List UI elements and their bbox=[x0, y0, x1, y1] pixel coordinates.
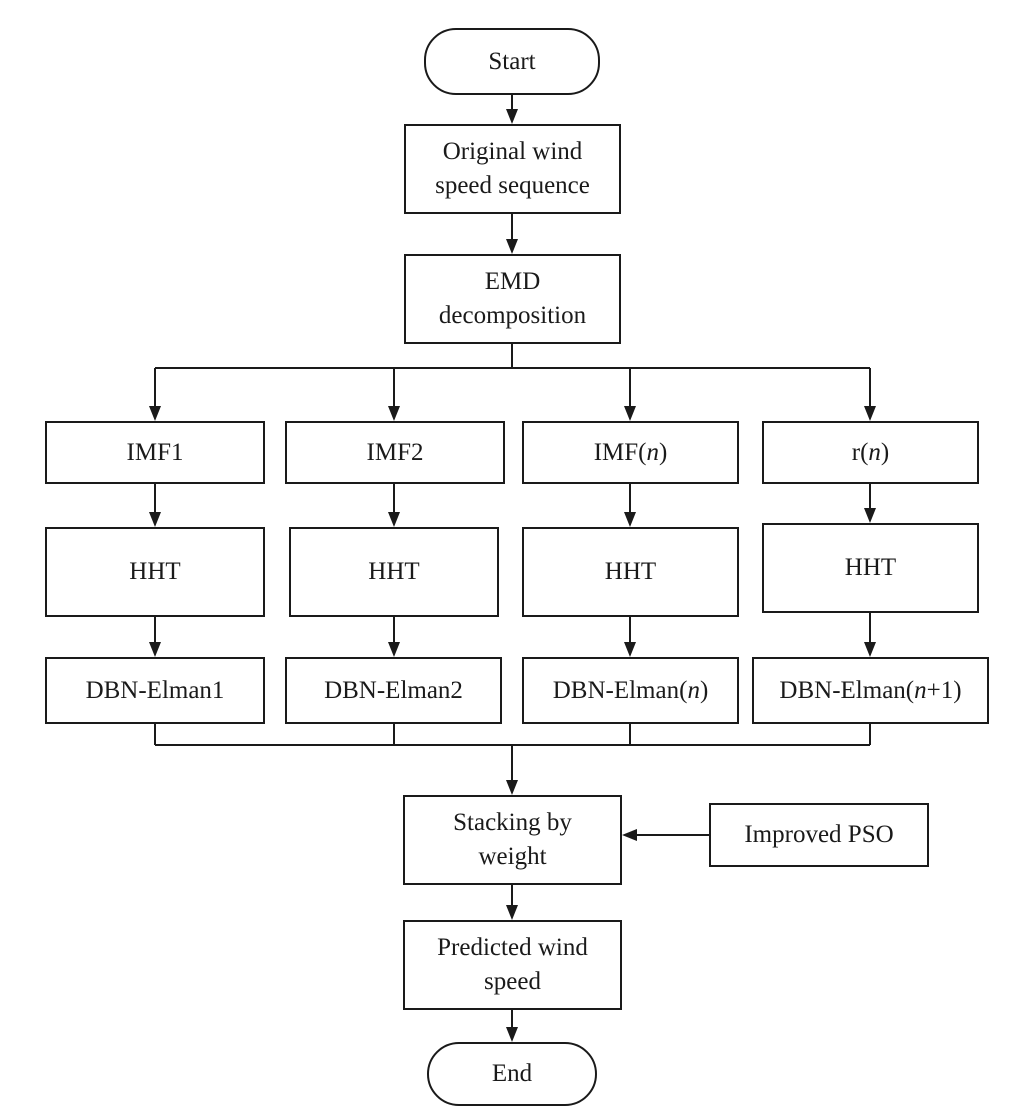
end-label: End bbox=[491, 1060, 533, 1087]
imf2-box: IMF2 bbox=[285, 421, 505, 484]
arrowhead-39 bbox=[622, 829, 637, 841]
arrowhead-30 bbox=[864, 642, 876, 657]
hht-box-2: HHT bbox=[289, 527, 499, 617]
imf1-box: IMF1 bbox=[45, 421, 265, 484]
imf-n-label: IMF(n) bbox=[593, 438, 668, 466]
imf2-label: IMF2 bbox=[366, 438, 424, 466]
improved-pso-label: Improved PSO bbox=[744, 821, 894, 848]
dbn-elman-2-box: DBN-Elman2 bbox=[285, 657, 502, 724]
hht-box-1: HHT bbox=[45, 527, 265, 617]
emd-decomposition-label: EMD decomposition bbox=[438, 268, 587, 329]
r-n-box: r(n) bbox=[762, 421, 979, 484]
hht-box-4: HHT bbox=[762, 523, 979, 613]
dbn-elman-n-plus-1-box: DBN-Elman(n+1) bbox=[752, 657, 989, 724]
arrowhead-20 bbox=[624, 512, 636, 527]
hht-box-3: HHT bbox=[522, 527, 739, 617]
imf1-label: IMF1 bbox=[126, 438, 184, 466]
arrowhead-26 bbox=[388, 642, 400, 657]
stacking-by-weight-box: Stacking by weight bbox=[403, 795, 622, 885]
dbn-elman-1-label: DBN-Elman1 bbox=[85, 676, 225, 704]
dbn-elman-n-box: DBN-Elman(n) bbox=[522, 657, 739, 724]
emd-decomposition-box: EMD decomposition bbox=[404, 254, 621, 344]
dbn-elman-1-box: DBN-Elman1 bbox=[45, 657, 265, 724]
dbn-elman-2-label: DBN-Elman2 bbox=[324, 676, 463, 704]
dbn-elman-n-label: DBN-Elman(n) bbox=[552, 676, 709, 704]
imf-n-box: IMF(n) bbox=[522, 421, 739, 484]
arrowhead-43 bbox=[506, 1027, 518, 1042]
arrowhead-14 bbox=[864, 406, 876, 421]
original-sequence-label: Original wind speed sequence bbox=[435, 138, 590, 199]
arrowhead-8 bbox=[149, 406, 161, 421]
hht-label-2: HHT bbox=[368, 558, 420, 585]
arrowhead-2 bbox=[506, 109, 518, 124]
start-label: Start bbox=[488, 47, 536, 75]
arrowhead-12 bbox=[624, 406, 636, 421]
hht-label-1: HHT bbox=[129, 558, 181, 585]
arrowhead-18 bbox=[388, 512, 400, 527]
arrowhead-24 bbox=[149, 642, 161, 657]
original-sequence-box: Original wind speed sequence bbox=[404, 124, 621, 214]
hht-label-3: HHT bbox=[604, 558, 657, 585]
predicted-wind-speed-label: Predicted wind speed bbox=[437, 934, 588, 995]
arrowhead-41 bbox=[506, 905, 518, 920]
arrowhead-28 bbox=[624, 642, 636, 657]
r-n-label: r(n) bbox=[851, 438, 890, 466]
start-node: Start bbox=[424, 28, 600, 95]
predicted-wind-speed-box: Predicted wind speed bbox=[403, 920, 622, 1010]
arrowhead-22 bbox=[864, 508, 876, 523]
improved-pso-box: Improved PSO bbox=[709, 803, 929, 867]
stacking-by-weight-label: Stacking by weight bbox=[453, 809, 572, 870]
end-node: End bbox=[427, 1042, 597, 1106]
arrowhead-37 bbox=[506, 780, 518, 795]
arrowhead-16 bbox=[149, 512, 161, 527]
arrowhead-10 bbox=[388, 406, 400, 421]
dbn-elman-n-plus-1-label: DBN-Elman(n+1) bbox=[779, 676, 962, 704]
arrowhead-4 bbox=[506, 239, 518, 254]
hht-label-4: HHT bbox=[844, 554, 897, 581]
